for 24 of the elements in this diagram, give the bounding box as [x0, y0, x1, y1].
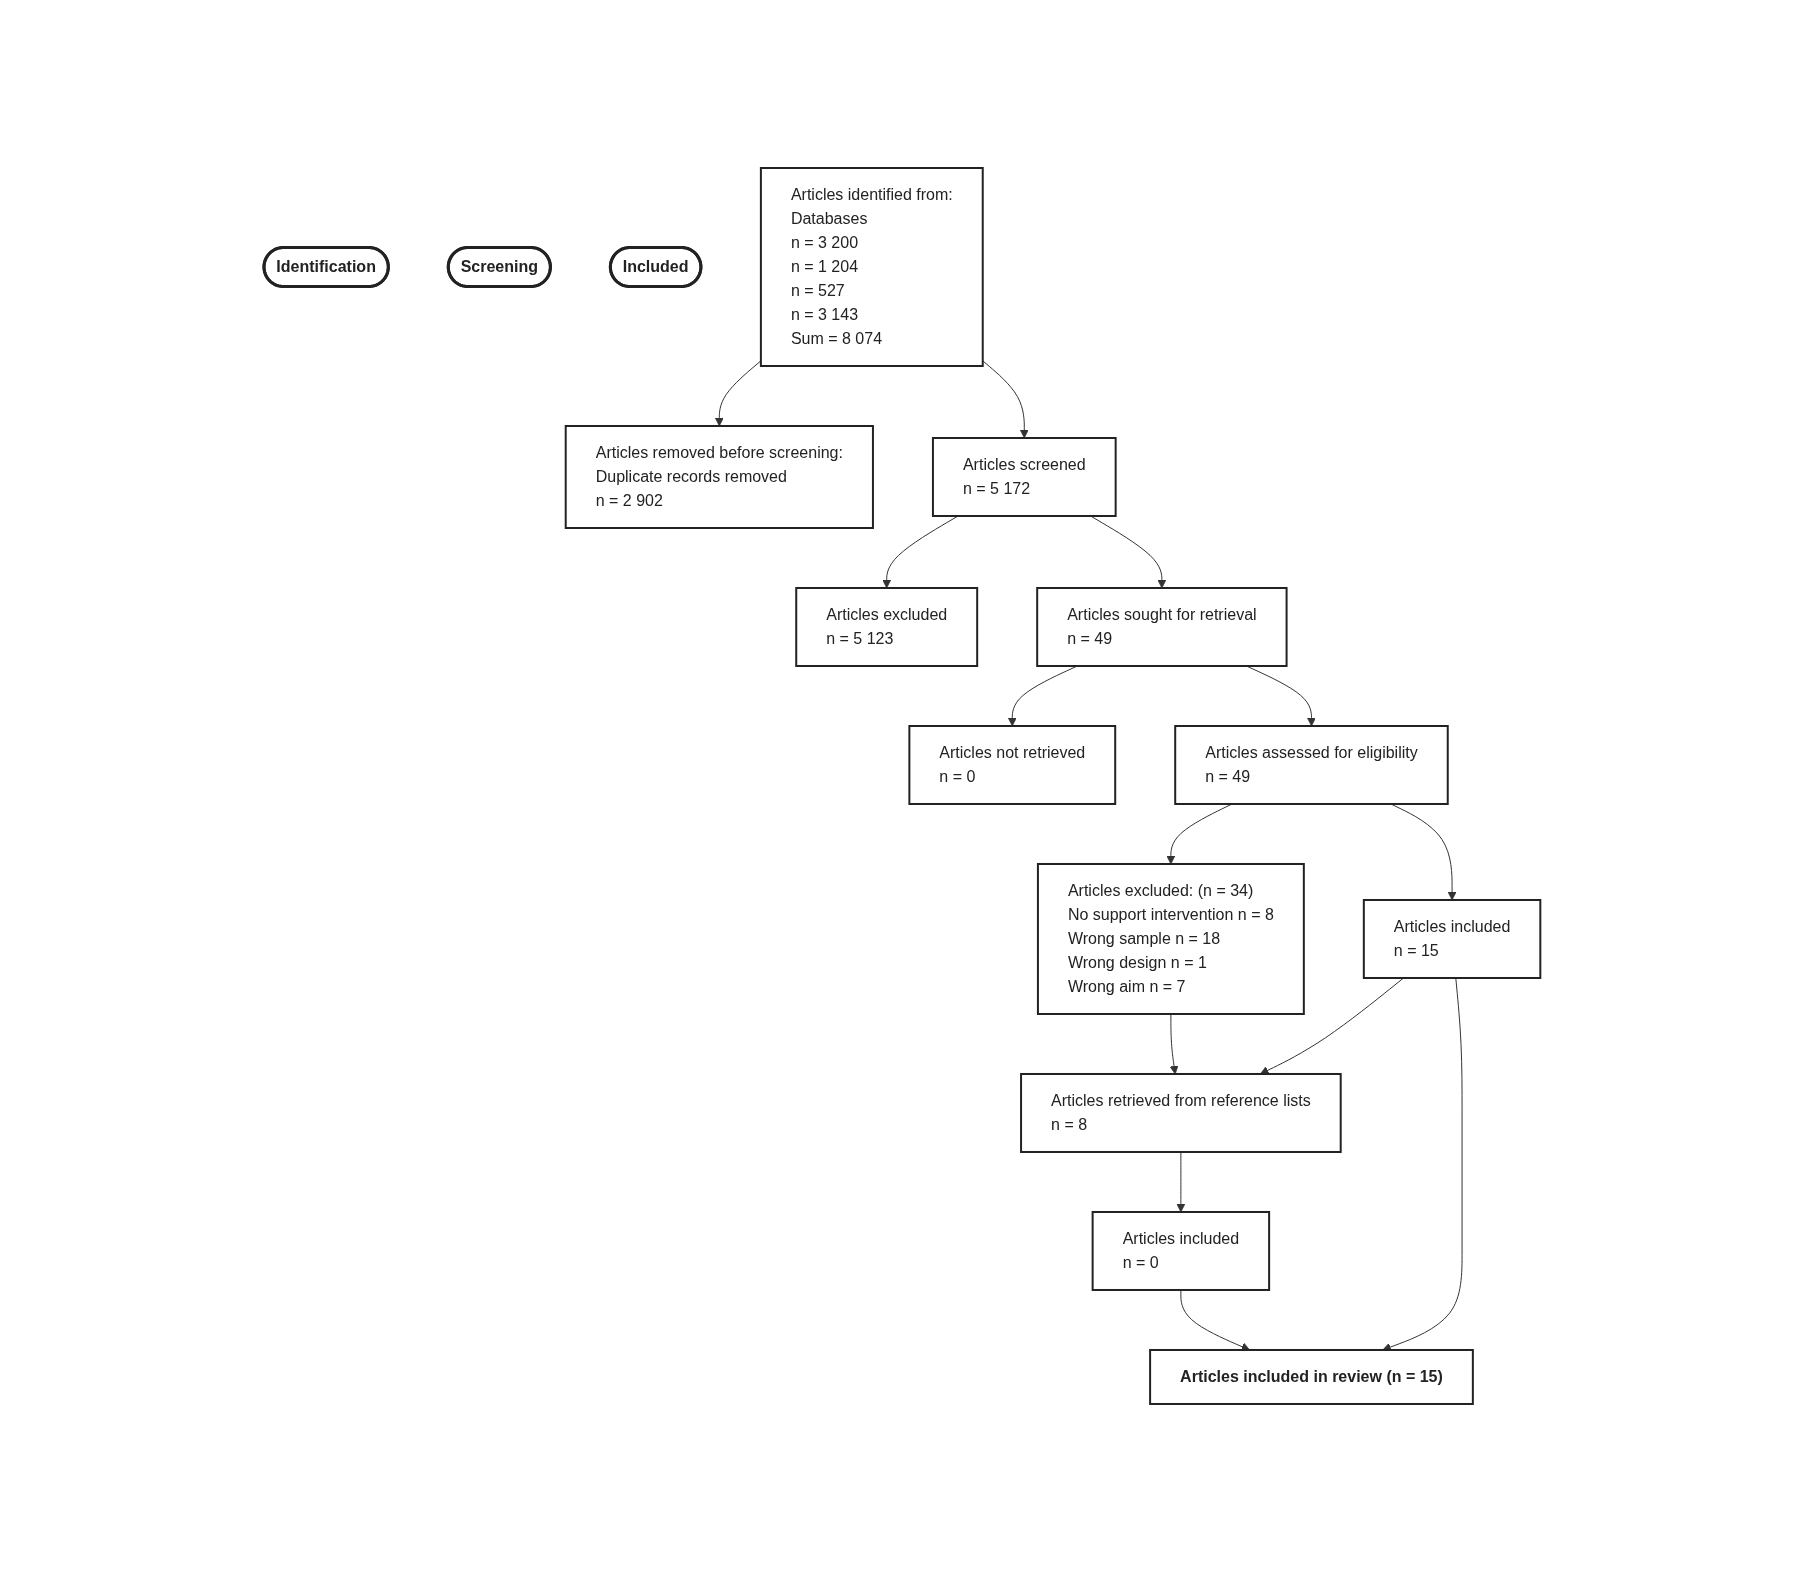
arrow — [1246, 665, 1317, 726]
node-box: Articles retrieved from reference lists n = 8 — [1020, 1072, 1342, 1153]
node-box: Articles included in review (n = 15) — [1149, 1348, 1475, 1405]
node-box: Articles excluded: (n = 34) No support intervention n = 8 Wrong sample n = 18 Wrong design n = 1 Wrong aim n = 7 — [1037, 862, 1306, 1015]
arrow — [1090, 515, 1167, 588]
arrow — [1390, 803, 1457, 900]
node-box: Articles included n = 0 — [1091, 1210, 1271, 1291]
node-box: Articles identified from: Databases n = 3 200 n = 1 204 n = 527 n = 3 143 Sum = 8 074 — [760, 166, 985, 367]
arrow — [982, 359, 1029, 438]
arrow — [715, 359, 762, 426]
arrow — [1382, 977, 1463, 1351]
arrow — [1180, 1289, 1251, 1351]
node-box: Articles sought for retrieval n = 49 — [1036, 586, 1288, 667]
node-box: Articles removed before screening: Duplicate records removed n = 2 902 — [565, 424, 875, 529]
arrow — [882, 515, 959, 588]
node-box: Articles not retrieved n = 0 — [908, 724, 1117, 805]
node-box: Articles included n = 15 — [1363, 898, 1542, 979]
node-box: Articles assessed for eligibility n = 49 — [1174, 724, 1450, 805]
arrow — [1260, 977, 1405, 1074]
node-box: Articles excluded n = 5 123 — [795, 586, 979, 667]
arrow — [1166, 803, 1233, 864]
arrow — [1170, 1013, 1179, 1074]
node-box: Articles screened n = 5 172 — [932, 436, 1117, 517]
arrow — [1176, 1151, 1186, 1212]
